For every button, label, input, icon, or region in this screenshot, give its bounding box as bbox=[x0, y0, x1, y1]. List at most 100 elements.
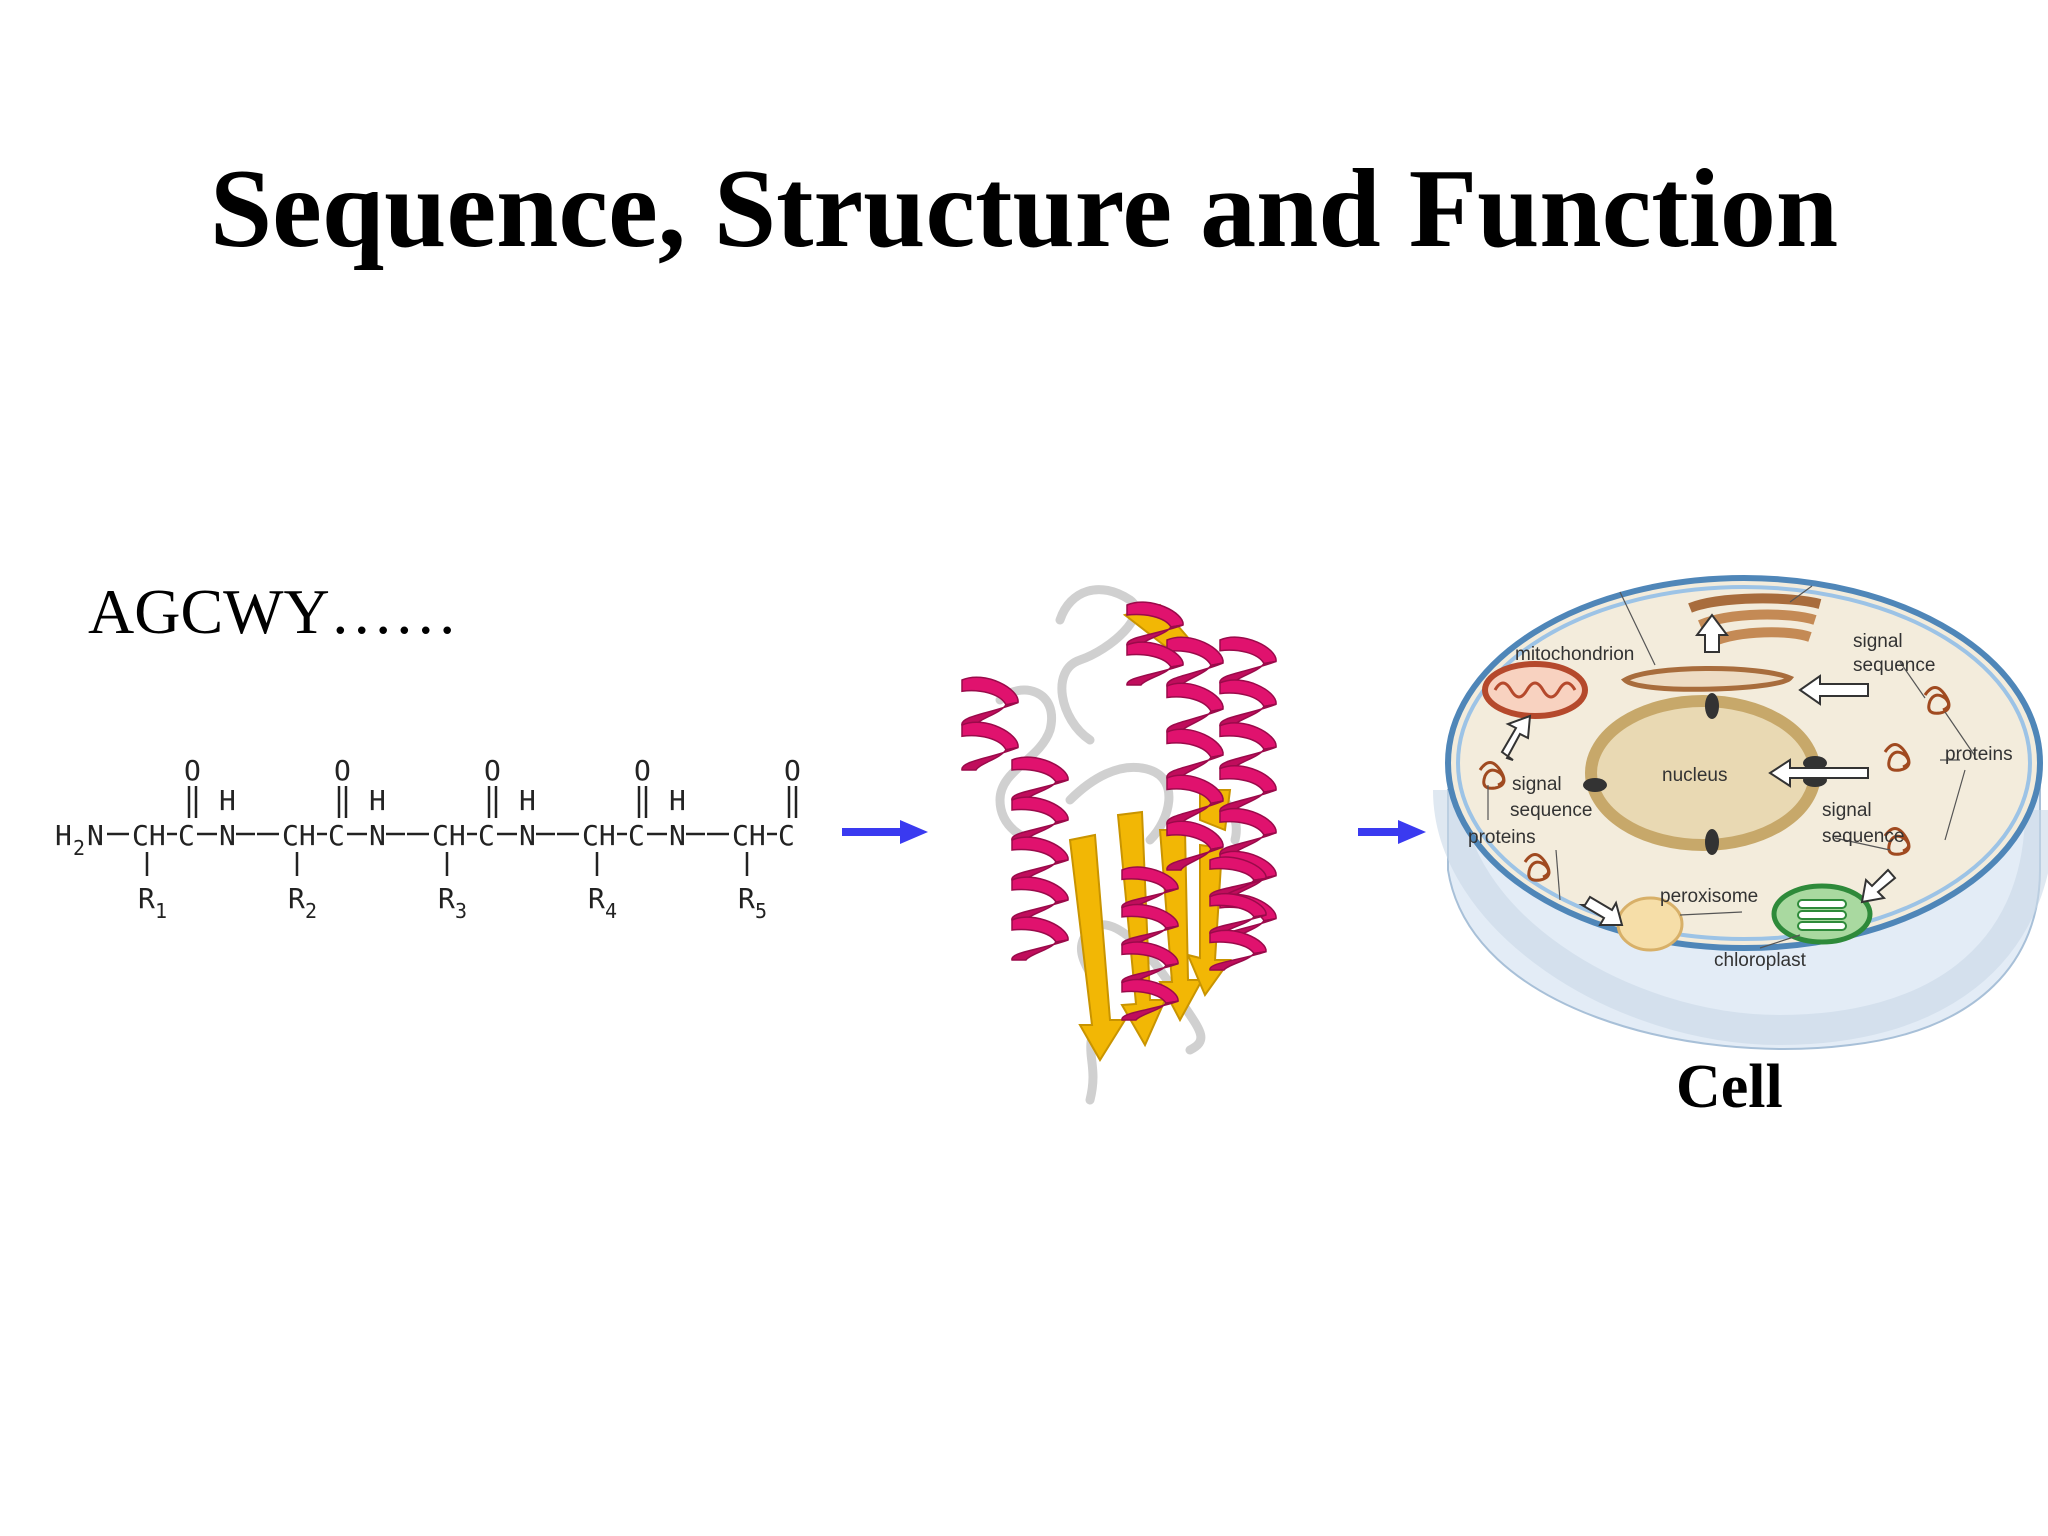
label-nucleus: nucleus bbox=[1662, 765, 1728, 786]
arrow-up-to-er bbox=[1695, 613, 1729, 653]
amide-hydrogen: H bbox=[519, 784, 536, 817]
helix-turn bbox=[1219, 746, 1277, 770]
amide-nitrogen: N bbox=[519, 819, 536, 852]
carbonyl-oxygen: O bbox=[784, 754, 801, 787]
helix-turn bbox=[1209, 929, 1267, 955]
helix-turn bbox=[1166, 846, 1224, 871]
protein-squiggles bbox=[1478, 686, 1951, 882]
label-proteins-left: proteins bbox=[1468, 827, 1536, 848]
n-terminus-h: H bbox=[55, 819, 72, 852]
helix-turn bbox=[961, 701, 1019, 726]
loop-coil bbox=[1065, 762, 1174, 845]
protein-icon bbox=[1478, 761, 1506, 790]
helix-turn bbox=[1166, 774, 1224, 805]
label-signal-top-1: signal bbox=[1853, 631, 1903, 652]
arrow-structure-to-cell bbox=[1358, 820, 1426, 844]
helix-turn bbox=[1126, 664, 1184, 686]
carbonyl-carbon: C bbox=[778, 819, 795, 852]
alpha-carbon: CH bbox=[732, 819, 766, 852]
label-signal-right-1: signal bbox=[1822, 800, 1872, 821]
alpha-helices bbox=[961, 601, 1277, 1021]
nuclear-pore bbox=[1583, 778, 1607, 792]
loop-coil bbox=[1055, 585, 1140, 745]
side-chain-subscript: 2 bbox=[305, 899, 317, 923]
amide-hydrogen: H bbox=[669, 784, 686, 817]
arrow-to-mitochondrion bbox=[1500, 714, 1532, 761]
label-chloroplast: chloroplast bbox=[1714, 950, 1807, 971]
side-chain-subscript: 4 bbox=[605, 899, 617, 923]
label-peroxisome: peroxisome bbox=[1660, 886, 1758, 907]
mitochondrion bbox=[1482, 661, 1588, 719]
amide-hydrogen: H bbox=[369, 784, 386, 817]
side-chain-r: R bbox=[438, 882, 455, 915]
carbonyl-carbon: C bbox=[328, 819, 345, 852]
amide-hydrogen: H bbox=[219, 784, 236, 817]
carbonyl-carbon: C bbox=[478, 819, 495, 852]
side-chain-subscript: 1 bbox=[155, 899, 167, 923]
arrow-to-nucleus bbox=[1768, 758, 1869, 788]
side-chain-r: R bbox=[588, 882, 605, 915]
helix-turn bbox=[1011, 756, 1069, 783]
amide-nitrogen: N bbox=[369, 819, 386, 852]
alpha-carbon: CH bbox=[432, 819, 466, 852]
carbonyl-oxygen: O bbox=[184, 754, 201, 787]
helix-turn bbox=[1209, 950, 1267, 971]
helix-turn bbox=[961, 746, 1019, 771]
label-signal-top-2: sequence bbox=[1853, 655, 1935, 676]
chloroplast bbox=[1771, 883, 1873, 945]
cell-label: Cell bbox=[1676, 1053, 1783, 1121]
side-chain-r: R bbox=[138, 882, 155, 915]
beta-strand bbox=[1068, 833, 1127, 1062]
label-signal-left-1: signal bbox=[1512, 774, 1562, 795]
arrow-sequence-to-structure bbox=[842, 820, 928, 844]
helix-turn bbox=[1219, 807, 1277, 836]
amide-nitrogen: N bbox=[669, 819, 686, 852]
sequence-text: AGCWY…… bbox=[88, 576, 458, 647]
carbonyl-oxygen: O bbox=[634, 754, 651, 787]
carbonyl-carbon: C bbox=[628, 819, 645, 852]
protein-icon bbox=[1883, 827, 1911, 856]
carbonyl-oxygen: O bbox=[484, 754, 501, 787]
label-proteins-right: proteins bbox=[1945, 744, 2013, 765]
label-mitochondrion: mitochondrion bbox=[1515, 644, 1634, 665]
helix-turn bbox=[1219, 660, 1277, 684]
nuclear-pore bbox=[1705, 693, 1719, 719]
helix-turn bbox=[1166, 708, 1224, 733]
side-chain-r: R bbox=[738, 882, 755, 915]
helix-turn bbox=[1166, 728, 1224, 759]
transport-arrows bbox=[1500, 674, 1897, 926]
label-signal-left-2: sequence bbox=[1510, 800, 1592, 821]
amide-nitrogen: N bbox=[219, 819, 236, 852]
slide-title: Sequence, Structure and Function bbox=[209, 147, 1839, 271]
helix-turn bbox=[1011, 796, 1069, 823]
protein-icon bbox=[1883, 743, 1911, 772]
arrow-to-er bbox=[1798, 674, 1869, 706]
carbonyl-carbon: C bbox=[178, 819, 195, 852]
arrow-to-chloroplast bbox=[1860, 868, 1897, 904]
helix-turn bbox=[1219, 722, 1277, 751]
cell-diagram: mitochondrion signal sequence proteins n… bbox=[1433, 575, 2048, 1050]
label-leader-lines bbox=[1487, 585, 1976, 949]
n-terminus-n: N bbox=[87, 819, 104, 852]
helix-turn bbox=[1219, 636, 1277, 665]
helix-turn bbox=[961, 721, 1019, 751]
n-terminus-subscript: 2 bbox=[73, 836, 85, 860]
helix-turn bbox=[1166, 682, 1224, 713]
side-chain-r: R bbox=[288, 882, 305, 915]
helix-turn bbox=[1011, 939, 1069, 961]
carbonyl-oxygen: O bbox=[334, 754, 351, 787]
helix-turn bbox=[1011, 836, 1069, 863]
helix-turn bbox=[1219, 765, 1277, 793]
helix-turn bbox=[1011, 916, 1069, 943]
nuclear-pore bbox=[1705, 829, 1719, 855]
side-chain-subscript: 5 bbox=[755, 899, 767, 923]
label-signal-right-2: sequence bbox=[1822, 826, 1904, 847]
